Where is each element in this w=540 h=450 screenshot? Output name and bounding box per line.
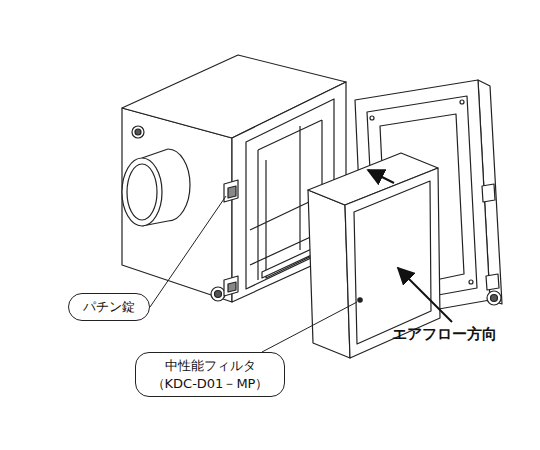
knob — [132, 126, 144, 138]
knob — [135, 129, 141, 135]
housing-left-face — [122, 108, 232, 302]
door-screw — [460, 100, 464, 104]
duct-collar-edge — [142, 149, 168, 158]
leader-line — [150, 196, 226, 307]
knob — [491, 295, 498, 302]
filter-frame — [354, 181, 431, 344]
duct-collar-back — [168, 149, 190, 221]
duct-inner-ring — [127, 164, 157, 220]
knob — [211, 287, 225, 301]
door-screw — [469, 280, 473, 284]
duct-opening — [122, 158, 162, 226]
leader-line — [262, 302, 357, 352]
airflow-arrow — [368, 170, 394, 183]
knob — [215, 291, 222, 298]
latch — [486, 274, 499, 290]
latch — [482, 184, 495, 202]
latch — [224, 180, 238, 202]
callout-box: パチン錠 — [68, 293, 150, 321]
door-screw — [370, 116, 374, 120]
airflow-label: エアフロー方向 — [392, 325, 497, 344]
latch — [228, 186, 236, 198]
callout-box: 中性能フィルタ （KDC-D01－MP） — [135, 352, 285, 397]
filter-left-face — [308, 190, 350, 358]
airflow-arrow — [398, 268, 452, 322]
latch — [224, 276, 238, 296]
knob — [487, 291, 501, 305]
latch — [228, 282, 236, 292]
callout-text: パチン錠 — [83, 298, 135, 316]
filter-marker — [358, 298, 362, 302]
callout-text: 中性能フィルタ （KDC-D01－MP） — [150, 357, 270, 392]
